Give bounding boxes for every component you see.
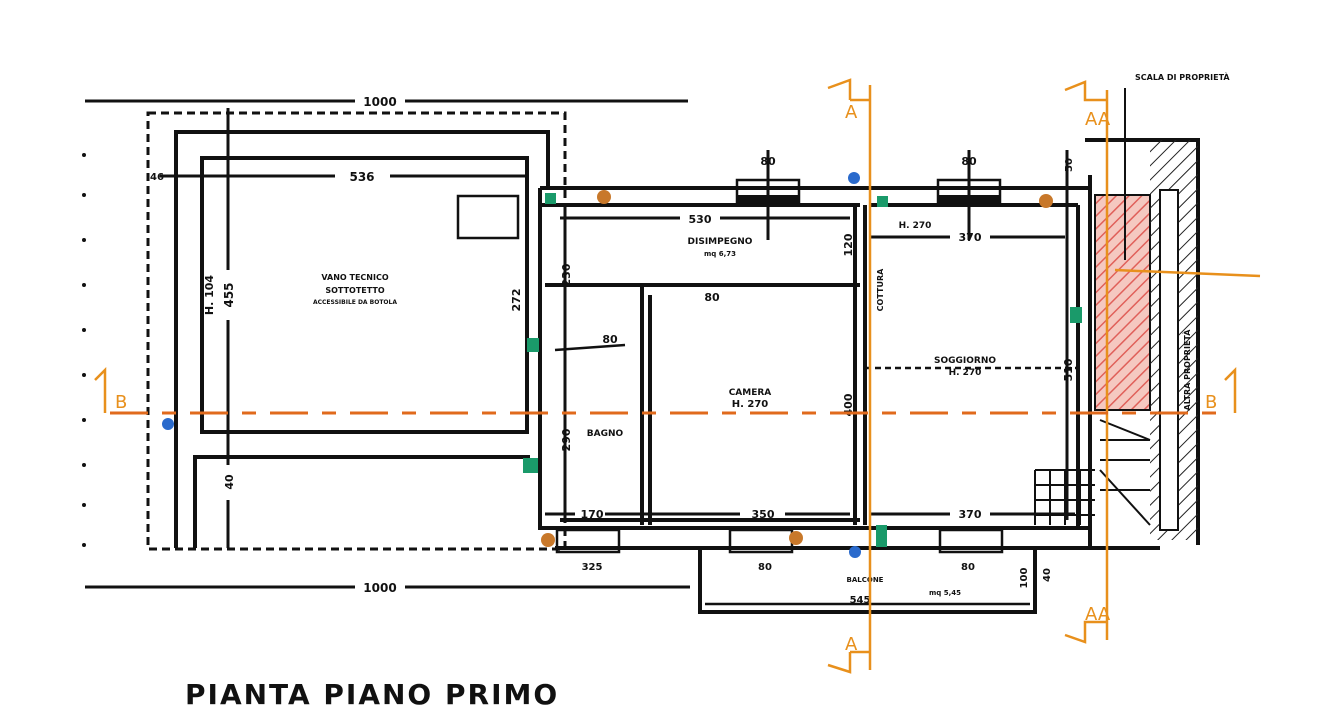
window-label: 80 [758,562,772,573]
dimension-label: 350 [752,508,775,521]
room-label: SOTTOTETTO [325,286,384,295]
section-a-bottom-label: A [845,634,858,655]
dimension-label: 230 [560,263,573,286]
section-aa-top-label: AA [1085,109,1111,130]
dimension-label: 455 [222,282,236,307]
room-label: COTTURA [876,268,885,311]
section-a-top-label: A [845,102,858,123]
left-dots [82,153,86,547]
room-label: H. 270 [899,221,932,231]
dimension-label: 370 [959,231,982,244]
section-b-left-label: B [115,392,127,413]
room-label: mq 6,73 [704,250,736,258]
top-dimension: 1000 [85,95,688,109]
room-label: mq 5,45 [929,589,961,597]
balcony: BALCONE mq 5,45 545 80 80 100 [698,546,1037,614]
dimension-label: 170 [581,508,604,521]
neighbor-label: ALTRA PROPRIETÀ [1181,329,1192,411]
dimension-label: 80 [704,291,720,304]
interior-dimensions: 530 230 290 80 80 120 400 370 510 50 170… [545,150,1075,582]
markers [162,172,1082,558]
dimension-label: 370 [959,508,982,521]
dimension-label: 545 [850,595,871,606]
dimension-label: 40 [223,474,236,490]
room-label: VANO TECNICO [321,273,388,282]
dimension-label: 290 [560,428,573,451]
window-label: 80 [961,562,975,573]
dimension-label: 510 [1062,358,1075,381]
room-label: BALCONE [847,576,884,584]
dimension-label: 120 [842,233,855,256]
dimension-label: 80 [602,333,618,346]
dimension-label: 40 [1042,568,1053,582]
room-label: CAMERA [729,388,772,398]
page-title: PIANTA PIANO PRIMO [185,678,560,711]
dimension-label: 50 [1064,158,1075,172]
dimension-label: 100 [1019,568,1030,589]
bottom-dimension: 1000 [85,581,690,595]
room-label: DISIMPEGNO [688,237,753,247]
dimension-label: 325 [582,562,603,573]
dimension-label: 1000 [363,95,396,109]
room-label: H. 270 [732,399,769,410]
dimension-label: 46 [150,172,164,183]
stairs: SCALA DI PROPRIETÀ ALTRA PROPRIETÀ [1034,71,1230,540]
dimension-label: 530 [689,213,712,226]
section-aa-bottom-label: AA [1085,604,1111,625]
room-label: SOGGIORNO [934,356,996,366]
dimension-label: 272 [510,289,523,312]
room-label: BAGNO [587,429,624,439]
dimension-label: 1000 [363,581,396,595]
room-label: H. 270 [949,368,982,378]
room-labels: DISIMPEGNO mq 6,73 CAMERA H. 270 BAGNO S… [587,221,997,439]
room-label: ACCESSIBILE DA BOTOLA [313,299,397,306]
section-b-right-label: B [1205,392,1217,413]
stair-label: SCALA DI PROPRIETÀ [1135,71,1230,82]
vano-tecnico: 455 H. 104 40 46 536 VANO TECNICO SOTTOT… [146,108,567,551]
windows: 80 80 [555,150,1004,554]
dimension-label: 536 [349,170,374,184]
dimension-label: H. 104 [203,275,216,316]
dimension-label: 400 [842,393,855,416]
section-lines: A A AA AA B B [94,78,1261,674]
